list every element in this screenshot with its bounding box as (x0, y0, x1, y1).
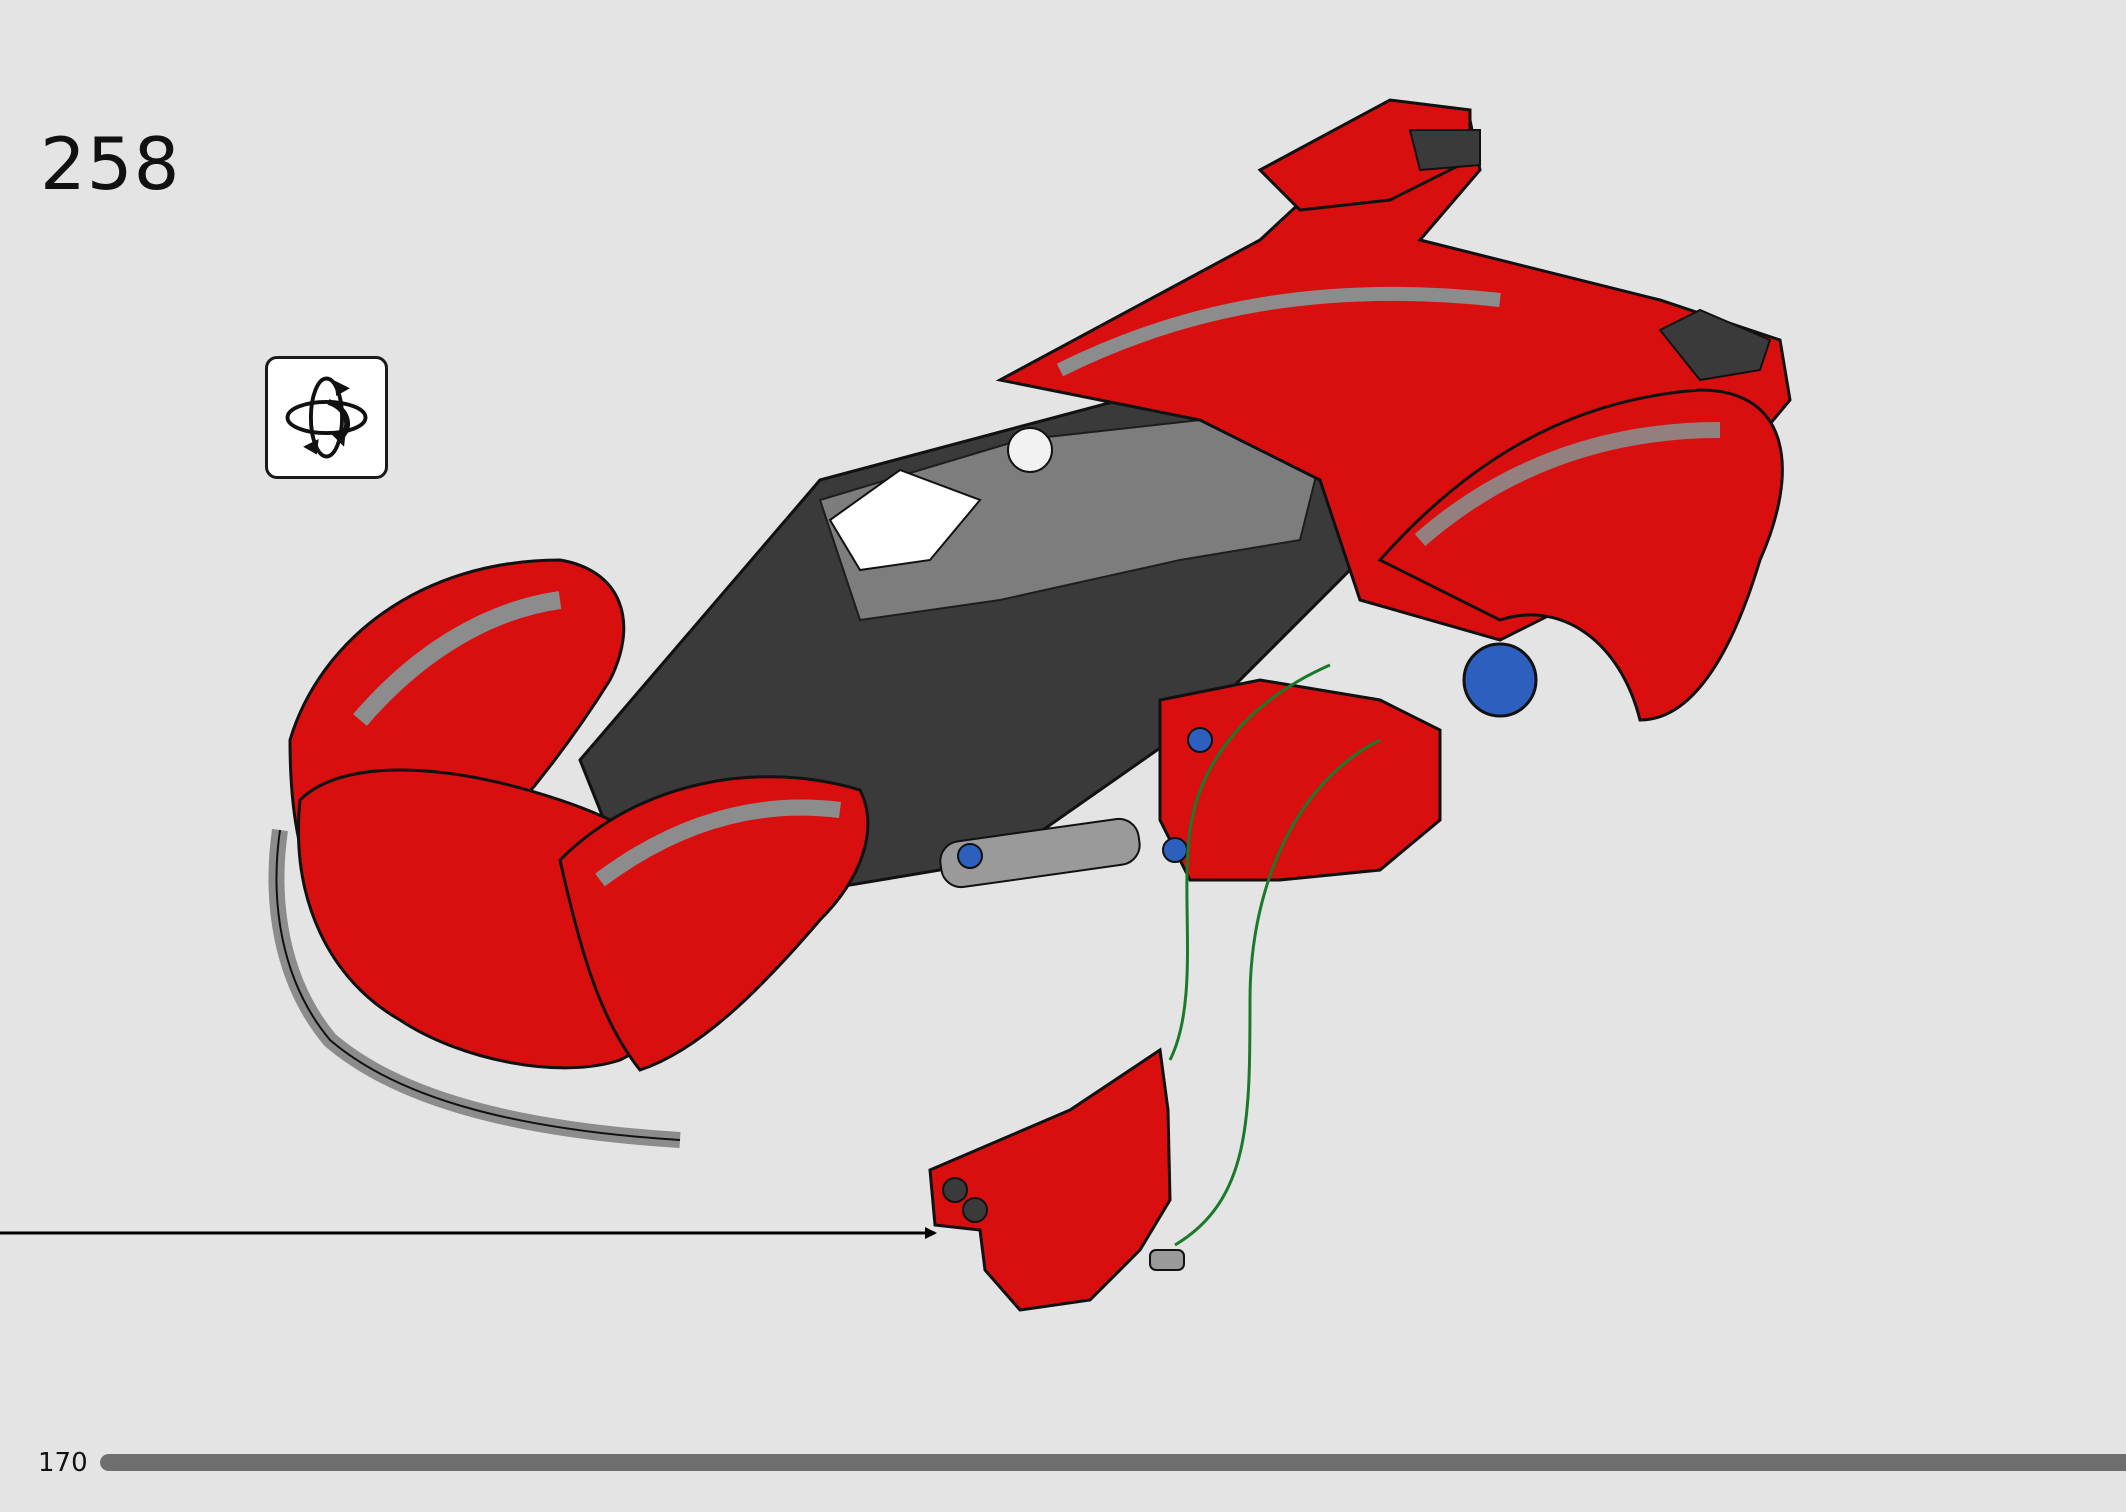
chassis-beam (939, 817, 1141, 889)
rear-wheel-hub (1462, 642, 1538, 718)
front-right-stripe (595, 799, 841, 887)
cockpit-opening (828, 468, 982, 572)
progress-bar (100, 1454, 2126, 1471)
step-number: 258 (40, 122, 181, 206)
rear-side-endcap (1658, 308, 1772, 382)
gear (1007, 427, 1053, 473)
rear-fender-stripe (1414, 422, 1721, 547)
rotate-model-icon (285, 376, 368, 459)
rear-body-stripe (1056, 286, 1501, 377)
blue-pin (1162, 837, 1188, 863)
rotate-model-indicator (265, 356, 388, 479)
page-number: 170 (38, 1448, 88, 1478)
progress-fill (100, 1454, 2126, 1471)
rear-fender (1377, 388, 1784, 722)
connection-line (1168, 663, 1331, 1061)
installed-red-module (1158, 678, 1442, 882)
rear-wing-endcap (1408, 129, 1481, 172)
connection-line (1174, 738, 1381, 1247)
red-part-to-attach (928, 1047, 1185, 1312)
car-model (268, 98, 1792, 1148)
blue-pin (1187, 727, 1213, 753)
front-bumper-outline (275, 829, 681, 1141)
chassis-grey-frame (818, 418, 1322, 622)
front-left-stripe (353, 591, 562, 726)
blue-pin (957, 843, 983, 869)
